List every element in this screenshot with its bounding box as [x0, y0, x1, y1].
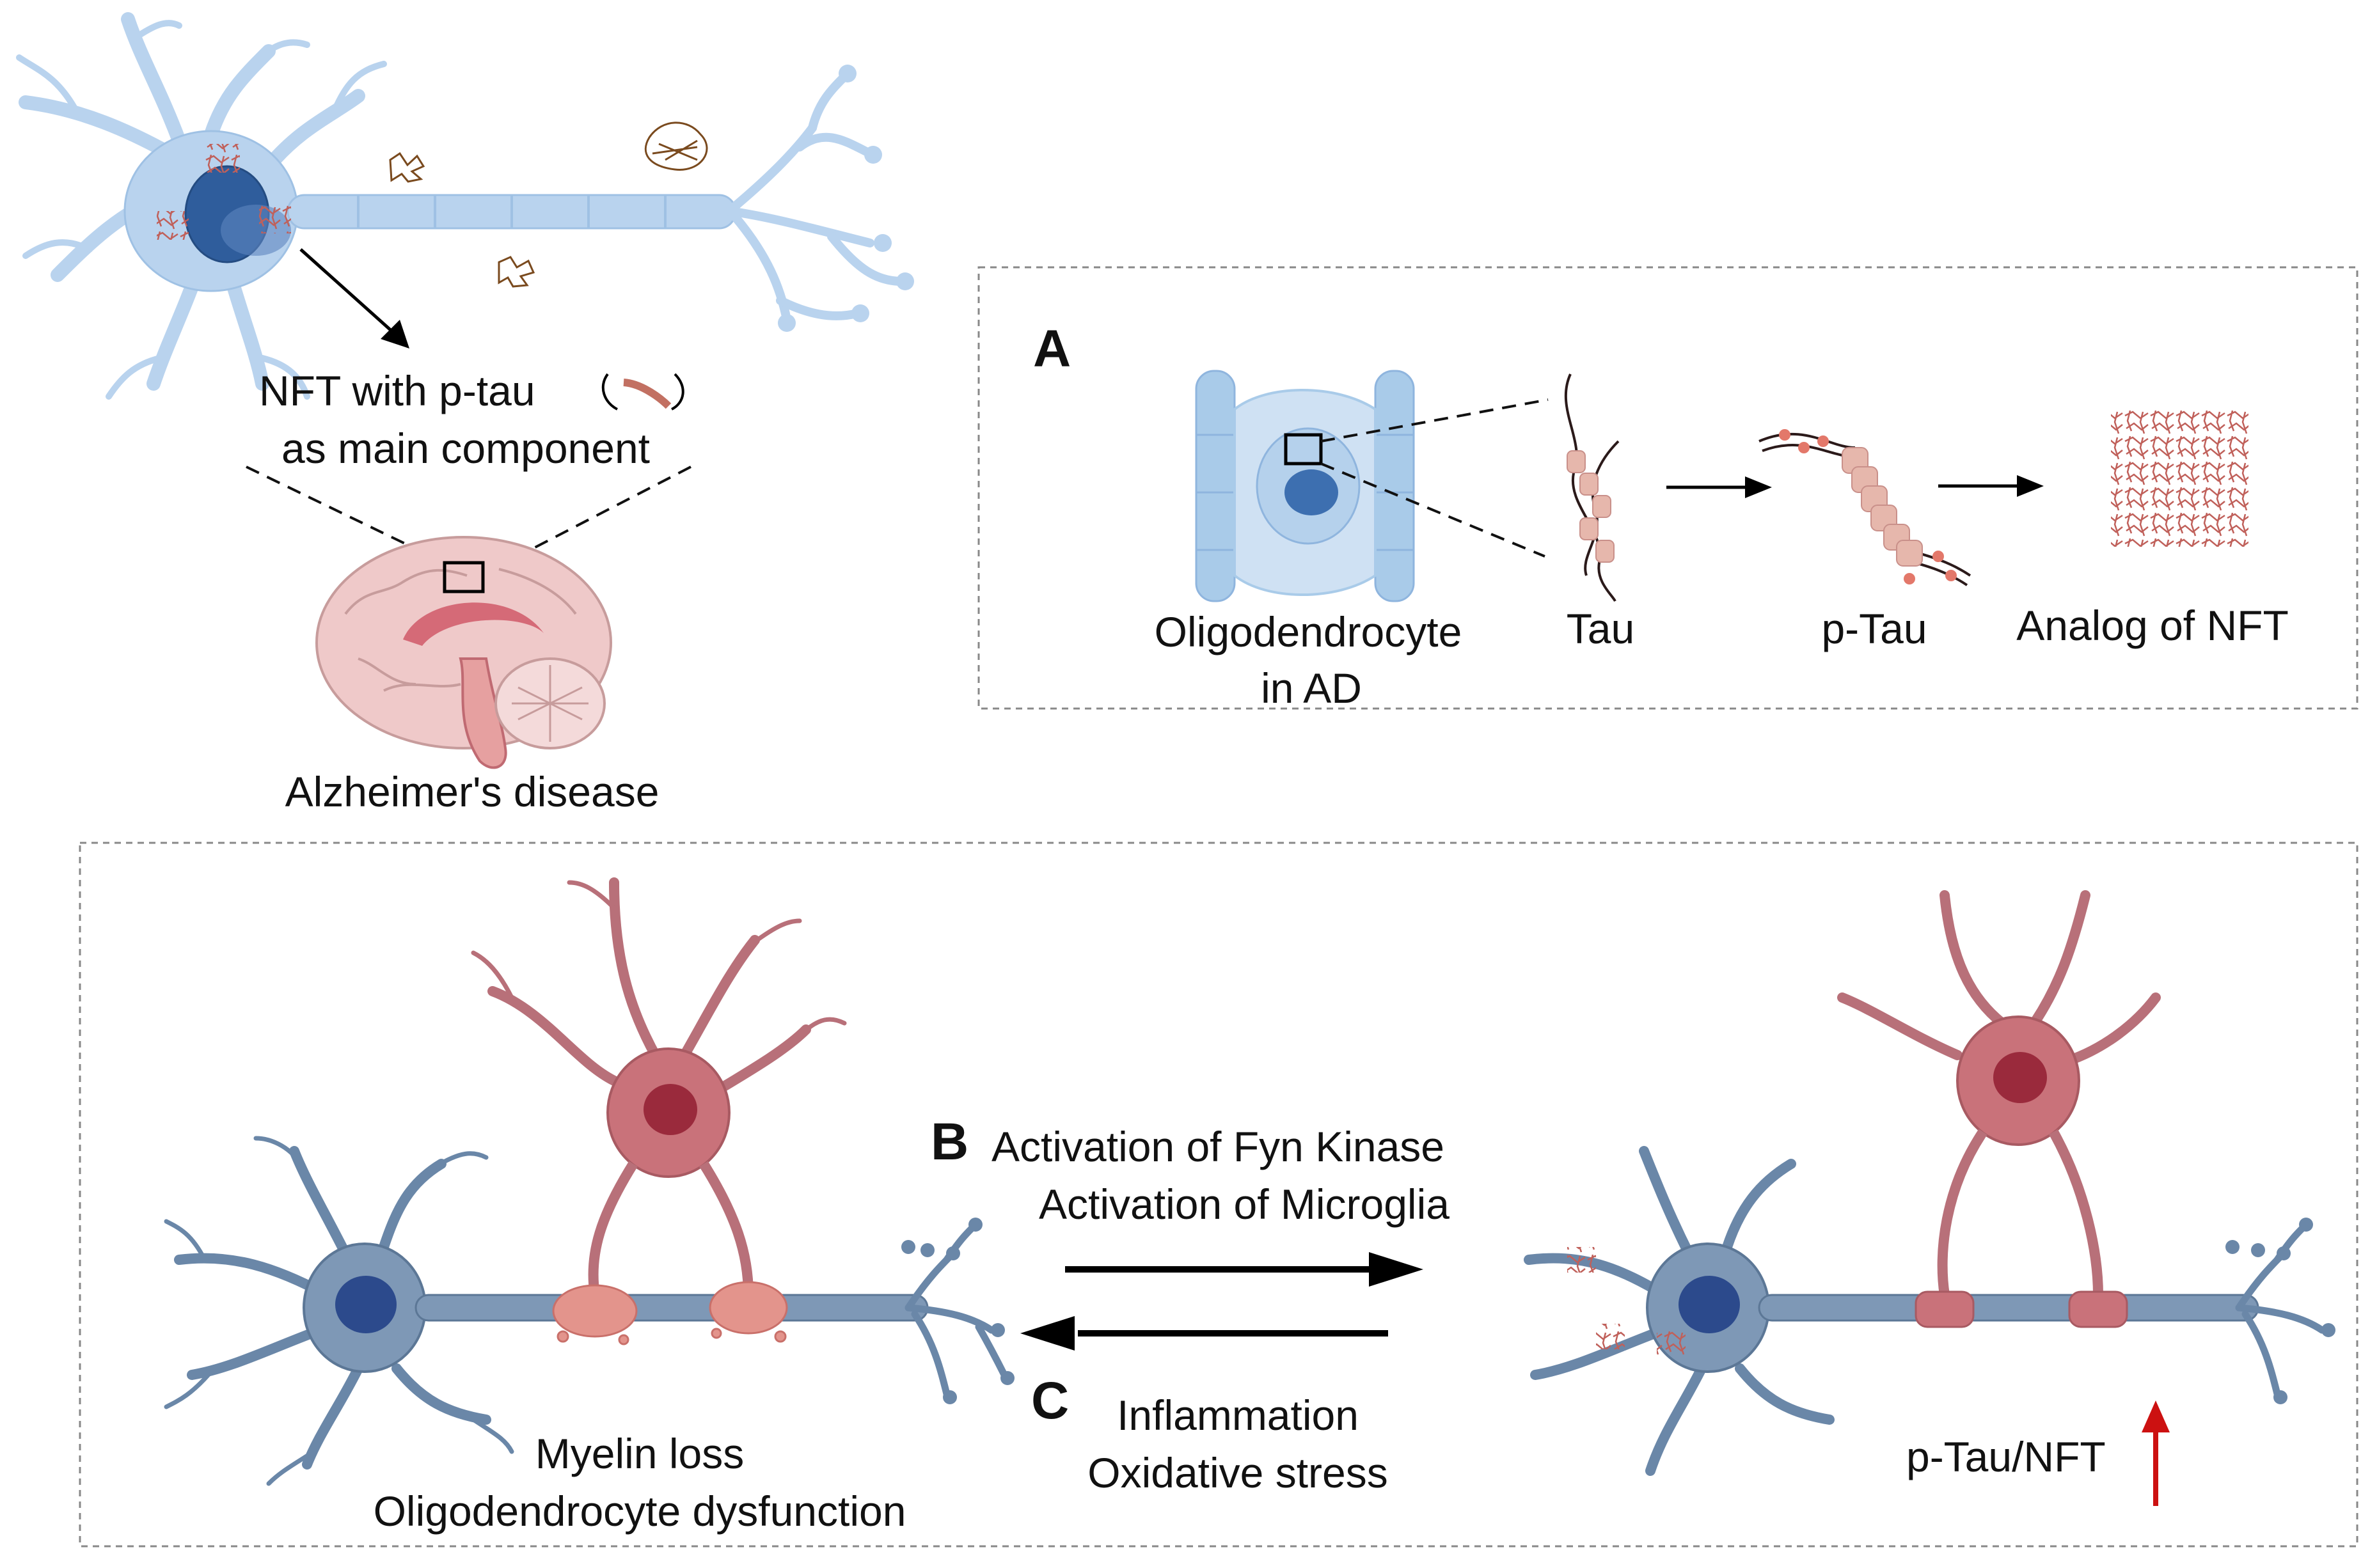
ptau-nft-label: p-Tau/NFT [1906, 1433, 2106, 1480]
brain-illustration [315, 536, 612, 769]
nft-analog-label: Analog of NFT [2016, 602, 2289, 649]
panel-c-letter: C [1031, 1372, 1070, 1430]
oligodendrocyte-in-ad [1195, 370, 1415, 602]
extracellular-tangles [389, 122, 708, 288]
b-label-line2: Activation of Microglia [1039, 1180, 1450, 1228]
brain-caption: Alzheimer's disease [285, 768, 660, 815]
c-label-line2: Oxidative stress [1087, 1449, 1388, 1496]
ptau-molecule [1758, 429, 1971, 586]
arrow-c-left [1020, 1316, 1388, 1351]
myelin-loss-label: Myelin loss [535, 1430, 745, 1477]
nft-label-line1: NFT with p-tau [259, 367, 535, 414]
top-neuron [16, 12, 914, 400]
brain-zoom-lines [246, 466, 691, 564]
nft-analog-mesh [2111, 409, 2248, 547]
left-cell-pair [164, 877, 1015, 1486]
oligo-dysfunction-label: Oligodendrocyte dysfunction [373, 1487, 906, 1535]
arrow-tau-to-ptau [1666, 476, 1772, 498]
panel-bc-border [79, 842, 2358, 1548]
increase-up-arrow [2142, 1400, 2170, 1506]
ptau-glyph [601, 373, 684, 411]
c-label-line1: Inflammation [1117, 1392, 1359, 1439]
right-cell-pair [1524, 890, 2335, 1476]
tau-label: Tau [1566, 605, 1635, 652]
soma-to-nft-arrow [299, 248, 409, 349]
oligo-label-line2: in AD [1261, 664, 1362, 712]
arrow-b-right [1065, 1252, 1423, 1287]
panel-a-letter: A [1033, 320, 1071, 378]
b-label-line1: Activation of Fyn Kinase [991, 1123, 1445, 1170]
ptau-label: p-Tau [1821, 605, 1927, 652]
intracellular-tangles [157, 144, 291, 240]
arrow-ptau-to-nft [1938, 475, 2044, 497]
oligo-zoom-lines [1320, 398, 1549, 558]
nft-label-line2: as main component [281, 425, 650, 472]
panel-b-letter: B [931, 1113, 969, 1171]
oligo-label-line1: Oligodendrocyte [1154, 608, 1462, 655]
tau-molecule [1564, 373, 1620, 602]
